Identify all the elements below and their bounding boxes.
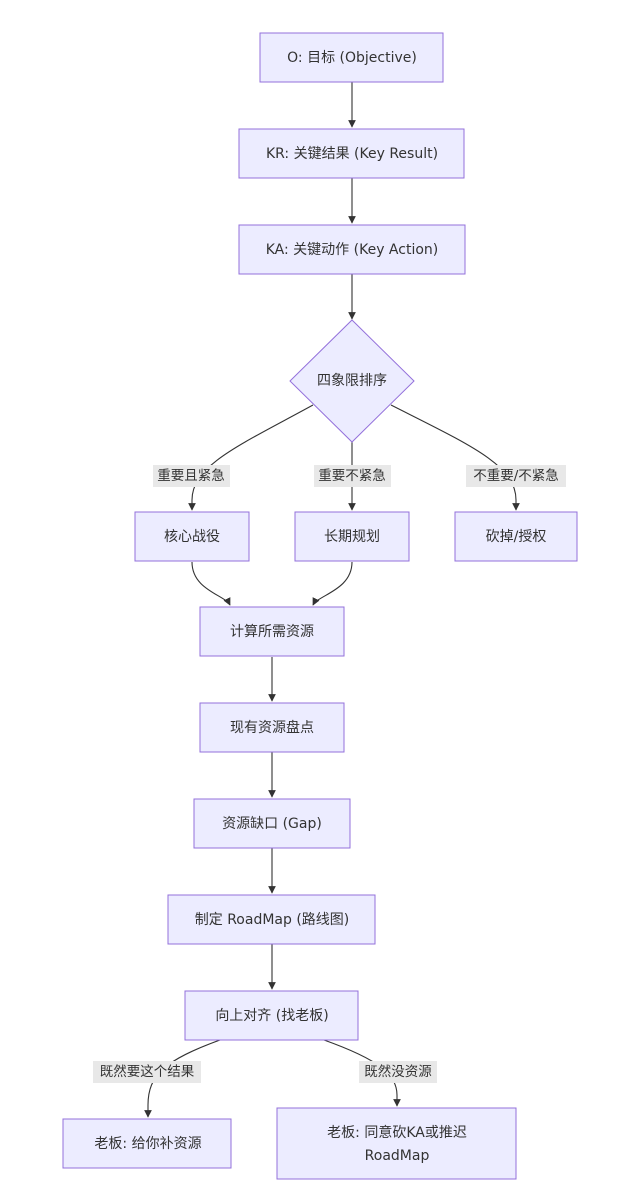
svg-text:既然没资源: 既然没资源	[364, 1063, 432, 1080]
node-objective: O: 目标 (Objective)	[259, 32, 444, 83]
edge-quadrant-to-core	[188, 404, 314, 511]
edge-label-not-important: 不重要/不紧急	[466, 465, 566, 487]
svg-text:RoadMap: RoadMap	[365, 1148, 430, 1164]
node-inventory: 现有资源盘点	[199, 702, 345, 753]
svg-text:核心战役: 核心战役	[164, 529, 220, 545]
svg-text:资源缺口 (Gap): 资源缺口 (Gap)	[222, 816, 322, 832]
node-quadrant-decision: 四象限排序	[289, 319, 415, 443]
svg-text:砍掉/授权: 砍掉/授权	[486, 529, 547, 545]
svg-text:重要不紧急: 重要不紧急	[318, 468, 386, 484]
svg-text:O: 目标 (Objective): O: 目标 (Objective)	[287, 50, 417, 66]
edge-quadrant-to-cut	[390, 404, 520, 511]
node-core-battle: 核心战役	[134, 511, 250, 562]
edge-label-important-urgent: 重要且紧急	[153, 465, 230, 487]
node-long-term: 长期规划	[294, 511, 410, 562]
edge-label-want-result: 既然要这个结果	[93, 1061, 201, 1083]
svg-text:KR: 关键结果 (Key Result): KR: 关键结果 (Key Result)	[266, 146, 438, 162]
svg-text:向上对齐 (找老板): 向上对齐 (找老板)	[215, 1008, 328, 1024]
node-calc-resources: 计算所需资源	[199, 606, 345, 657]
svg-text:老板: 同意砍KA或推迟: 老板: 同意砍KA或推迟	[327, 1124, 467, 1141]
svg-text:现有资源盘点: 现有资源盘点	[230, 719, 314, 736]
svg-text:长期规划: 长期规划	[324, 529, 380, 545]
svg-text:既然要这个结果: 既然要这个结果	[100, 1063, 195, 1080]
edge-core-to-calc	[191, 561, 231, 606]
edge-label-no-resources: 既然没资源	[359, 1061, 437, 1083]
svg-text:计算所需资源: 计算所需资源	[230, 624, 314, 640]
node-align-up: 向上对齐 (找老板)	[184, 990, 359, 1041]
svg-text:KA: 关键动作 (Key Action): KA: 关键动作 (Key Action)	[266, 242, 438, 258]
svg-text:四象限排序: 四象限排序	[317, 373, 387, 389]
node-boss-agrees: 老板: 同意砍KA或推迟 RoadMap	[276, 1107, 517, 1180]
node-boss-gives-resources: 老板: 给你补资源	[62, 1118, 232, 1169]
svg-text:不重要/不紧急: 不重要/不紧急	[473, 468, 559, 484]
svg-text:重要且紧急: 重要且紧急	[157, 468, 225, 484]
edge-label-important-not-urgent: 重要不紧急	[314, 465, 391, 487]
node-key-action: KA: 关键动作 (Key Action)	[238, 224, 466, 275]
node-key-result: KR: 关键结果 (Key Result)	[238, 128, 465, 179]
edge-longterm-to-calc	[312, 561, 353, 606]
node-roadmap: 制定 RoadMap (路线图)	[167, 894, 376, 945]
node-cut-delegate: 砍掉/授权	[454, 511, 578, 562]
svg-text:制定 RoadMap (路线图): 制定 RoadMap (路线图)	[195, 912, 350, 928]
node-gap: 资源缺口 (Gap)	[193, 798, 351, 849]
svg-text:老板: 给你补资源: 老板: 给你补资源	[94, 1136, 201, 1152]
